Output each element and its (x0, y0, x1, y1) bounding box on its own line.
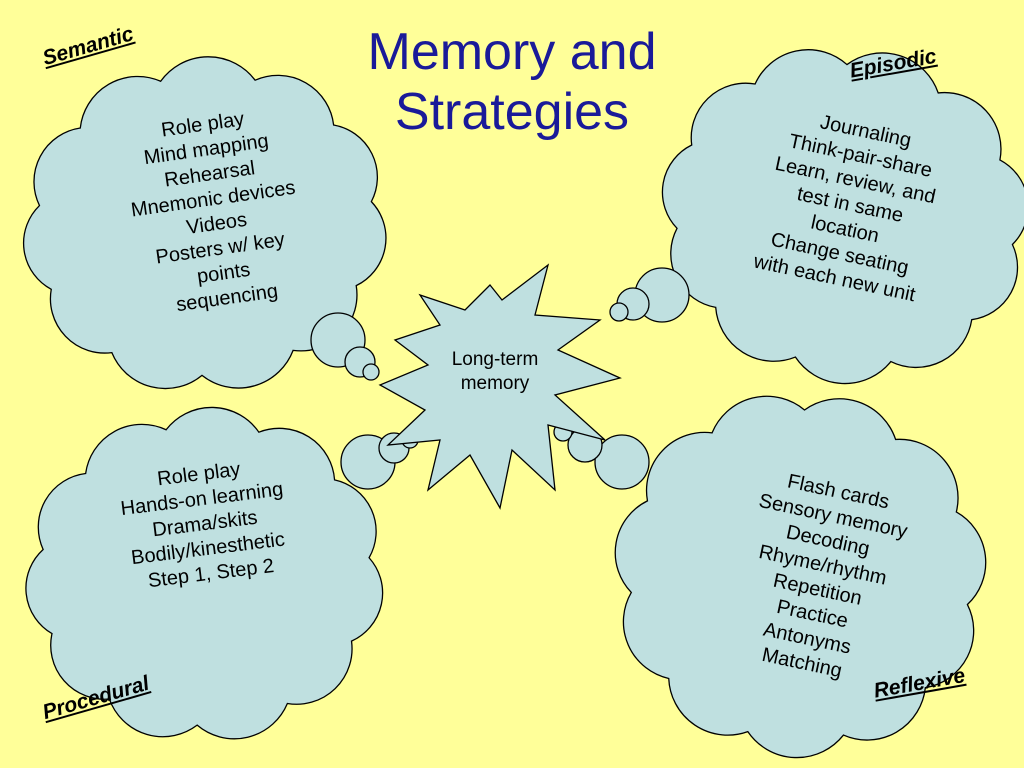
semantic-bubble-small (362, 363, 380, 381)
title-line-2: Strategies (394, 83, 630, 141)
episodic-bubble-small (609, 302, 629, 322)
title-line-1: Memory and (367, 23, 657, 81)
reflexive-cloud-shape (614, 395, 987, 759)
page-title: Memory and Strategies (312, 22, 712, 142)
semantic-cloud (22, 56, 387, 390)
center-text-line-2: memory (460, 373, 530, 394)
episodic-cloud-shape (661, 49, 1024, 385)
center-text-line-1: Long-term (451, 349, 539, 370)
reflexive-cloud (614, 395, 987, 759)
episodic-cloud (661, 49, 1024, 385)
long-term-memory-starburst (378, 263, 622, 510)
center-node-text: Long-term memory (420, 348, 570, 396)
procedural-cloud-shape (25, 406, 384, 740)
reflexive-bubble-large (594, 434, 650, 490)
semantic-cloud-text: Role play Mind mapping Rehearsal Mnemoni… (77, 96, 352, 329)
semantic-cloud-shape (22, 56, 387, 390)
procedural-cloud (25, 406, 384, 740)
